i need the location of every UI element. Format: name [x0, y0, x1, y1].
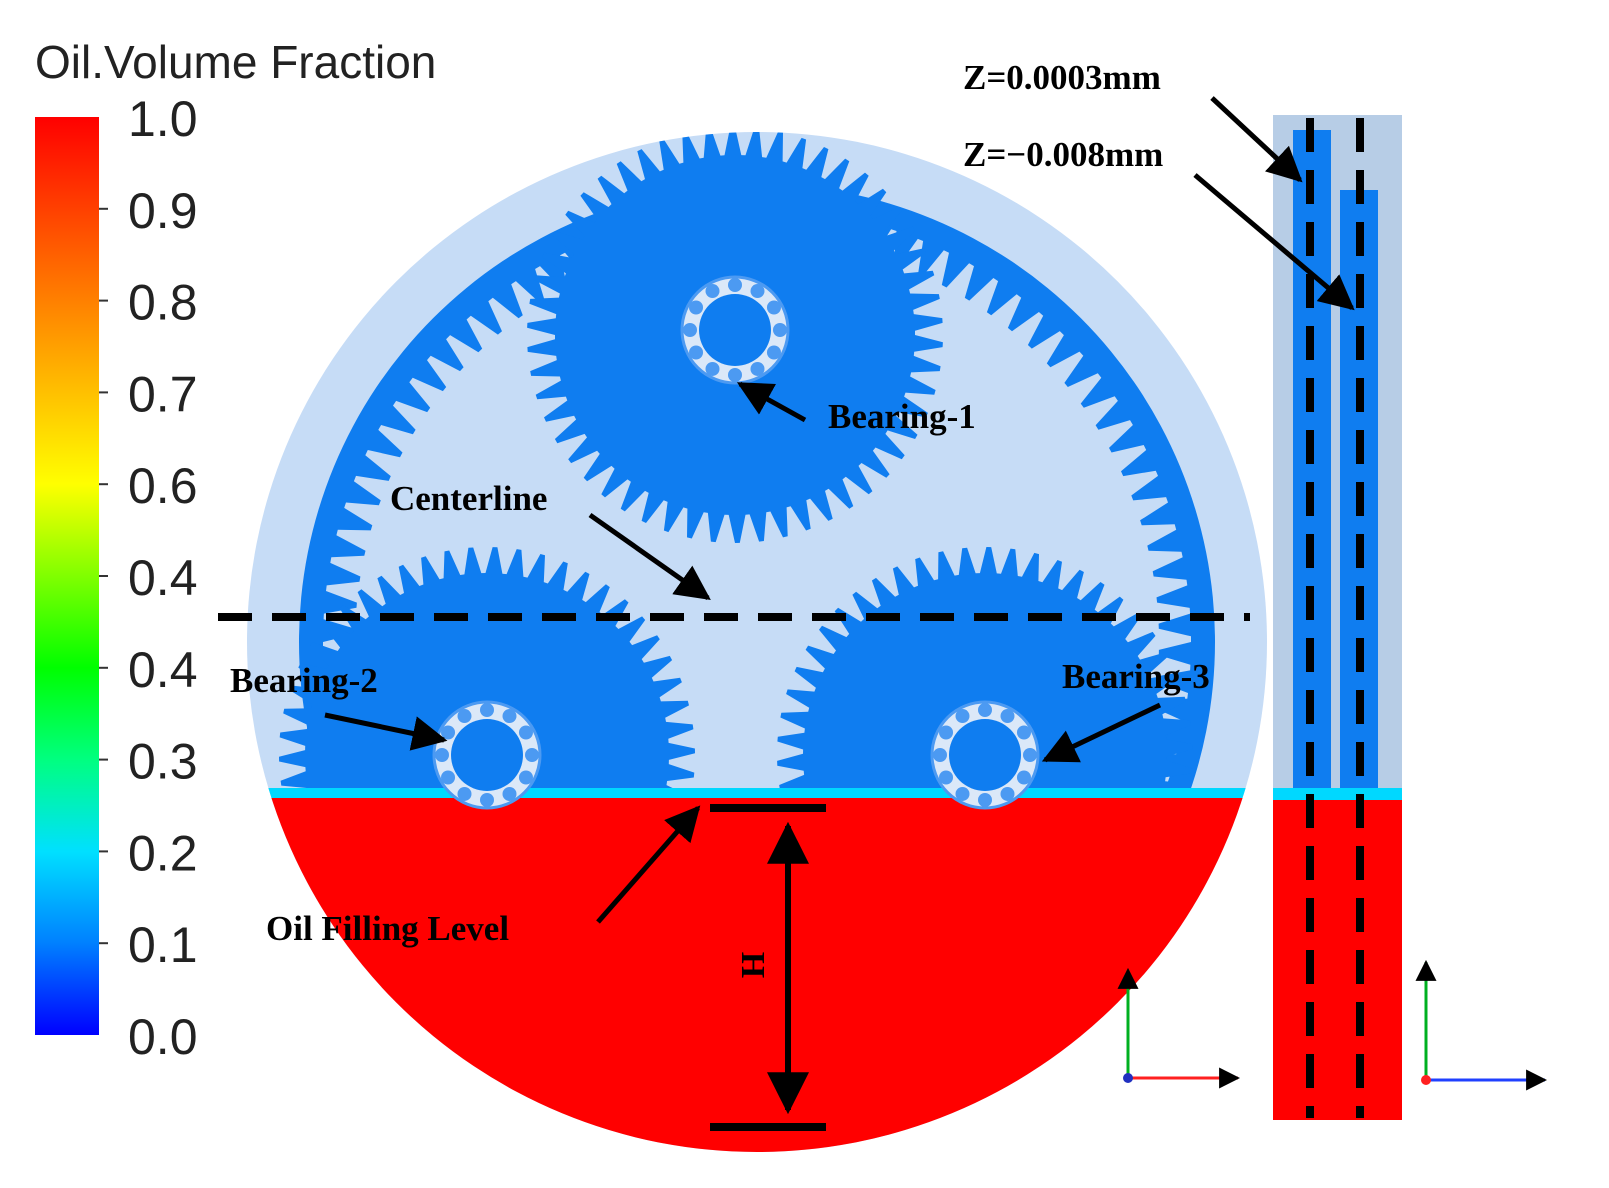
bearing-3: [930, 700, 1040, 810]
bearing-roller: [689, 345, 704, 360]
bearing-roller: [750, 284, 765, 299]
bearing-roller: [1000, 786, 1015, 801]
bearing-roller: [978, 703, 992, 717]
bearing2-arrow: [324, 712, 448, 751]
z-plane-label-2: Z=−0.008mm: [963, 135, 1163, 174]
bearing-roller: [435, 748, 449, 762]
colorbar-tick-label: 0.3: [128, 734, 198, 790]
bearing-roller: [939, 770, 954, 785]
bearing-roller: [689, 300, 704, 315]
bearing-roller: [518, 725, 533, 740]
bearing-inner-race: [451, 719, 523, 791]
bearing-roller: [978, 793, 992, 807]
bearing-roller: [1023, 748, 1037, 762]
colorbar-tick-label: 0.2: [128, 825, 198, 881]
bearing-roller: [480, 793, 494, 807]
axis-triad-side: [1415, 959, 1548, 1091]
colorbar-tick-label: 0.4: [128, 642, 198, 698]
oil-level-label: Oil Filling Level: [266, 909, 509, 948]
colorbar-title: Oil.Volume Fraction: [35, 36, 436, 88]
bearing-roller: [1016, 725, 1031, 740]
centerline-label: Centerline: [390, 479, 547, 518]
bearing-inner-race: [699, 294, 771, 366]
z2-arrow: [1193, 173, 1355, 311]
side-oil-air-interface: [1273, 788, 1402, 800]
gearbox-cross-section: [247, 132, 1267, 1152]
side-section-view: [1273, 115, 1402, 1120]
bearing3-arrow: [1041, 702, 1162, 763]
bearing1-arrow: [736, 381, 807, 423]
bearing-roller: [766, 345, 781, 360]
colorbar-scale: [35, 117, 99, 1035]
bearing-roller: [502, 709, 517, 724]
colorbar-tick-label: 0.6: [128, 458, 198, 514]
bearing-roller: [480, 703, 494, 717]
colorbar-tick-label: 0.4: [128, 550, 198, 606]
height-indicator: H: [710, 804, 826, 1131]
bearing-roller: [750, 361, 765, 376]
bearing3-label: Bearing-3: [1062, 657, 1210, 696]
bearing-roller: [1016, 770, 1031, 785]
colorbar-tick-label: 0.1: [128, 917, 198, 973]
colorbar-tick-label: 0.7: [128, 366, 198, 422]
bearing-2: [432, 700, 542, 810]
bearing-roller: [955, 786, 970, 801]
bearing-roller: [933, 748, 947, 762]
colorbar-tick-label: 0.8: [128, 275, 198, 331]
axis-triad-main: [1117, 967, 1241, 1089]
oil-level-arrow: [596, 805, 701, 924]
bearing-roller: [518, 770, 533, 785]
colorbar-tick-label: 0.0: [128, 1009, 198, 1065]
bearing-roller: [705, 361, 720, 376]
bearing-roller: [502, 786, 517, 801]
bearing-roller: [1000, 709, 1015, 724]
z-plane-arrows: [1193, 96, 1355, 311]
height-label: H: [734, 952, 771, 978]
colorbar-tick-label: 0.9: [128, 183, 198, 239]
bearing-roller: [683, 323, 697, 337]
bearing-roller: [457, 709, 472, 724]
bearing-roller: [728, 278, 742, 292]
bearing1-label: Bearing-1: [828, 397, 976, 436]
bearing-roller: [773, 323, 787, 337]
side-oil-pool: [1273, 800, 1402, 1120]
triad-z-axis: [1123, 1073, 1133, 1083]
bearing-1: [680, 275, 790, 385]
bearing-roller: [441, 770, 456, 785]
bearing-roller: [457, 786, 472, 801]
bearing-roller: [939, 725, 954, 740]
bearing2-label: Bearing-2: [230, 661, 378, 700]
z-plane-label-1: Z=0.0003mm: [963, 58, 1161, 97]
bearing-roller: [766, 300, 781, 315]
centerline-arrow: [588, 512, 711, 601]
oil-pool: [247, 798, 1267, 1152]
z1-arrow: [1210, 96, 1303, 183]
bearing-roller: [728, 368, 742, 382]
bearing-roller: [955, 709, 970, 724]
bearings: [432, 275, 1040, 810]
bearing-inner-race: [949, 719, 1021, 791]
bearing-roller: [525, 748, 539, 762]
colorbar-tick-label: 1.0: [128, 91, 198, 147]
annotation-arrows: [324, 381, 1162, 924]
side-triad-x-axis: [1421, 1075, 1431, 1085]
colorbar-ticks: 1.0 0.9 0.8 0.7 0.6 0.4 0.4 0.3 0.2 0.1 0.0: [99, 91, 198, 1065]
colorbar: Oil.Volume Fraction 1.0 0.9 0.8 0.7 0.6 0.4 0.…: [35, 36, 436, 1065]
bearing-roller: [705, 284, 720, 299]
